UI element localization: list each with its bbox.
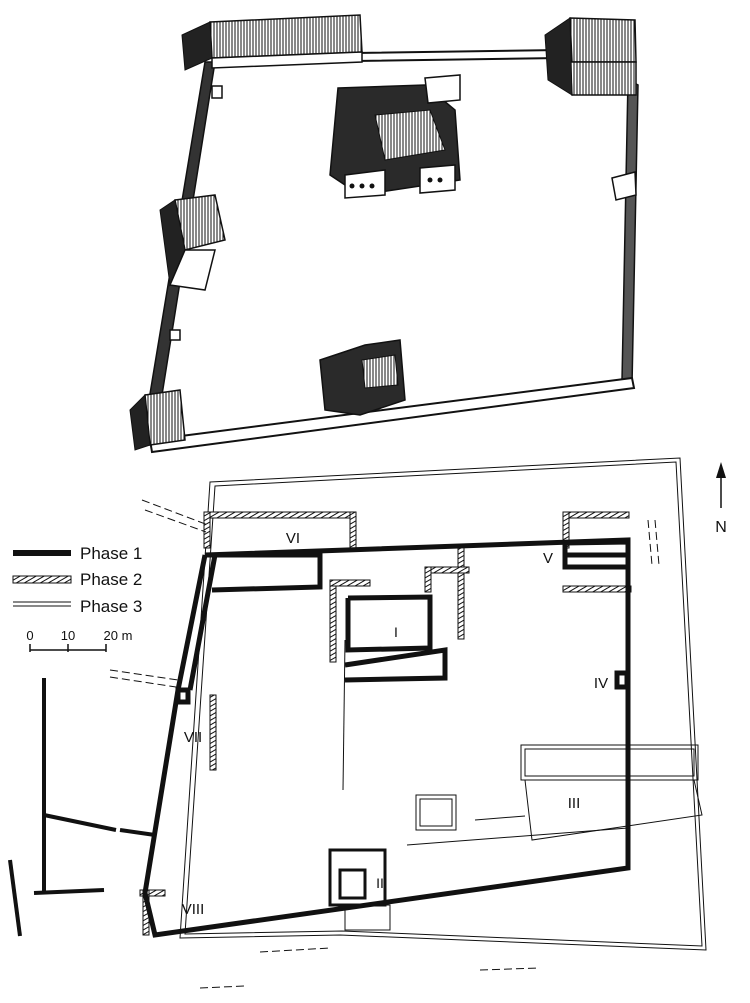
phase2-walls — [139, 511, 632, 936]
scale-bar: 0 10 20 m — [26, 628, 132, 652]
label-building-VII: VII — [184, 729, 202, 746]
building-south-perspective — [319, 339, 406, 416]
dashed-roads — [109, 499, 660, 989]
legend-label-phase1: Phase 1 — [80, 544, 142, 563]
north-label: N — [715, 519, 727, 536]
enclosure-wall-right — [621, 78, 639, 387]
small-structure-w — [169, 329, 181, 341]
building-central-perspective — [329, 74, 461, 199]
label-building-VI: VI — [286, 530, 300, 547]
site-plan: I II III IV V VI VII VIII N Phase 1 Phas… — [8, 457, 727, 989]
phase3-outer-enclosure — [179, 457, 707, 951]
label-building-V: V — [543, 550, 553, 567]
label-building-I: I — [394, 624, 398, 640]
phase1-walls — [142, 537, 631, 938]
label-building-II: II — [376, 875, 384, 891]
legend-swatch-phase2 — [12, 575, 72, 584]
legend-swatch-phase1 — [13, 550, 71, 556]
scale-tick-20: 20 m — [104, 628, 133, 643]
enclosure-wall-bottom — [148, 376, 636, 454]
label-building-VIII: VIII — [182, 901, 205, 918]
small-structure-east — [611, 171, 637, 201]
building-bottom-left-perspective — [129, 389, 186, 451]
scale-tick-0: 0 — [26, 628, 33, 643]
legend-label-phase2: Phase 2 — [80, 570, 142, 589]
small-structure-nw — [211, 85, 223, 99]
perspective-reconstruction — [129, 14, 639, 454]
phase3-interior — [342, 639, 703, 846]
building-II-block — [328, 848, 391, 931]
building-west-perspective — [159, 194, 226, 291]
legend-label-phase3: Phase 3 — [80, 597, 142, 616]
label-building-IV: IV — [594, 675, 608, 692]
building-top-right-perspective — [544, 17, 637, 96]
building-top-left-perspective — [181, 14, 363, 71]
label-building-III: III — [568, 795, 581, 812]
scale-tick-10: 10 — [61, 628, 75, 643]
west-external-walls — [8, 678, 156, 937]
legend: Phase 1 Phase 2 Phase 3 — [12, 544, 142, 616]
north-arrow: N — [715, 462, 727, 536]
